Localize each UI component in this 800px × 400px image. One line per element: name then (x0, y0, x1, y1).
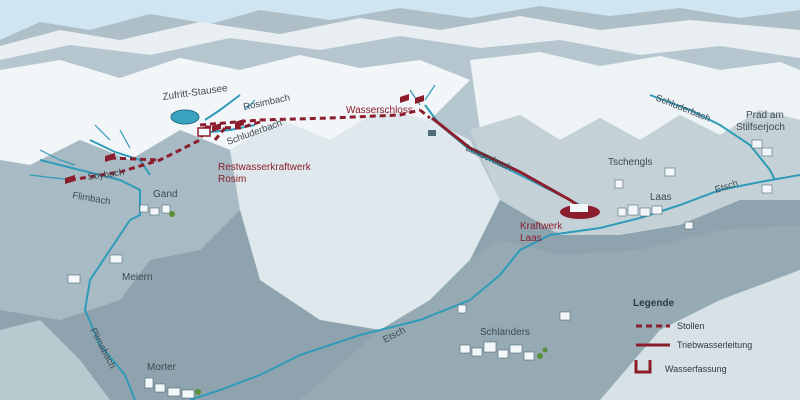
legend-title: Legende (633, 298, 675, 309)
restwasser-label-1: Restwasserkraftwerk (218, 162, 312, 173)
place-morter: Morter (147, 362, 177, 373)
village-gand (139, 204, 175, 217)
place-tschengls: Tschengls (608, 157, 652, 168)
slope-right (470, 110, 800, 235)
place-laas: Laas (650, 192, 672, 203)
soybach-label: Soybach (87, 167, 125, 183)
legend-item-triebwasserleitung: Triebwasserleitung (677, 340, 752, 350)
legend-item-wasserfassung: Wasserfassung (665, 364, 727, 374)
tunnel-wasserschloss (419, 108, 431, 120)
restwasser-label-2: Rosim (218, 174, 246, 185)
place-prad-1: Prad am (746, 110, 784, 121)
intake-icon (212, 123, 221, 132)
snow-left (0, 55, 470, 165)
village-meiern (109, 254, 123, 264)
intake-icon (235, 119, 244, 128)
village-laas (617, 204, 694, 230)
flimbach-stream (39, 159, 141, 221)
wasserschloss-label: Wasserschloss (346, 105, 413, 116)
etsch-river (189, 174, 800, 400)
legend: Legende Stollen Triebwasserleitung Wasse… (633, 298, 752, 374)
villages (67, 139, 773, 399)
slope-left (0, 130, 240, 320)
tunnel-soybach (109, 156, 161, 162)
place-prad-2: Stilfserjoch (736, 122, 785, 133)
reservoir-lake (170, 109, 200, 125)
intake-icon (634, 360, 652, 374)
village-schlanders (457, 304, 571, 361)
intake-icon (105, 153, 115, 162)
village-house (67, 274, 81, 284)
village-tschengls (614, 167, 676, 189)
tunnel-schluder (213, 127, 227, 141)
place-schlanders: Schlanders (480, 327, 530, 338)
village-prad (751, 139, 773, 194)
place-meiern: Meiern (122, 272, 153, 283)
penstock-pipe (431, 116, 586, 212)
snow-right (470, 52, 800, 140)
power-plant-building (570, 204, 588, 212)
slope-centre (230, 110, 500, 330)
intake-icon (415, 95, 424, 104)
plimabach-stream (83, 219, 136, 400)
rosimbach-stream (204, 94, 241, 121)
restwasser-station (197, 127, 211, 137)
water-intakes (65, 94, 424, 184)
legend-item-stollen: Stollen (677, 321, 705, 331)
intake-icon (65, 175, 75, 184)
place-gand: Gand (153, 189, 177, 200)
village-morter (144, 377, 201, 399)
kraftwerk-label-2: Laas (520, 233, 542, 244)
kraftwerk-label-1: Kraftwerk (520, 221, 563, 232)
intake-icon (400, 94, 409, 103)
schluderbach-right-stream (649, 94, 776, 181)
wasserschloss-building (428, 130, 436, 136)
soybach-stream (89, 139, 151, 176)
lower-left-slope (0, 320, 110, 400)
